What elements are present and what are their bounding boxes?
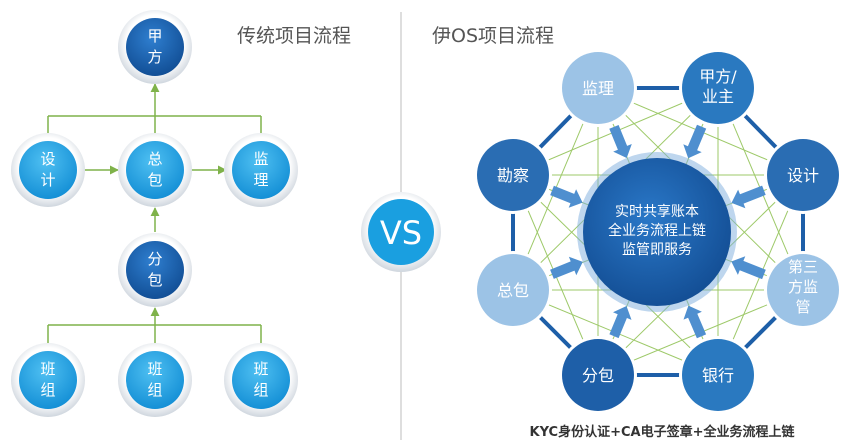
node-ios-survey: 勘察 <box>474 136 552 214</box>
node-client: 甲 方 <box>118 10 192 84</box>
inward-arrow <box>550 256 583 279</box>
ios-flow-footer: KYC身份认证+CA电子签章+全业务流程上链 <box>530 424 796 440</box>
node-label: 班 <box>253 360 268 378</box>
node-label: 勘察 <box>497 166 529 185</box>
node-ios-design: 设计 <box>764 136 842 214</box>
node-team-2: 班 组 <box>118 343 192 417</box>
node-label: 组 <box>147 381 162 399</box>
inward-arrow <box>683 305 707 339</box>
traditional-connectors <box>47 83 262 344</box>
center-line-3: 监管即服务 <box>622 242 692 258</box>
node-team-1: 班 组 <box>11 343 85 417</box>
node-subcontractor: 分 包 <box>118 233 192 307</box>
ios-flow-diagram: 伊OS项目流程 实时共享账本 全业务流程上链 监管即服务 监理 甲方/ 业主 <box>432 25 842 440</box>
node-team-3: 班 组 <box>224 343 298 417</box>
node-label: 理 <box>253 171 268 189</box>
node-label: 方 <box>147 48 162 66</box>
node-label: 监理 <box>582 79 614 98</box>
node-general-contractor: 总 包 <box>118 133 192 207</box>
node-label: 组 <box>40 381 55 399</box>
vs-label: VS <box>380 214 422 252</box>
ios-flow-title: 伊OS项目流程 <box>432 25 554 47</box>
node-label: 包 <box>147 271 162 289</box>
node-label: 总包 <box>497 281 529 300</box>
node-label: 第三 <box>788 258 818 276</box>
node-label: 班 <box>40 360 55 378</box>
node-label: 管 <box>795 298 810 316</box>
node-label: 设计 <box>787 166 819 185</box>
node-ios-bank: 银行 <box>679 336 757 414</box>
inward-arrow <box>609 306 632 339</box>
node-label: 设 <box>40 150 55 168</box>
node-label: 分包 <box>582 366 614 385</box>
center-line-1: 实时共享账本 <box>615 203 699 220</box>
node-supervision: 监 理 <box>224 133 298 207</box>
node-ios-subcontractor: 分包 <box>559 336 637 414</box>
node-label: 计 <box>40 171 55 189</box>
vs-badge: VS <box>361 192 441 272</box>
node-ios-client: 甲方/ 业主 <box>679 49 757 127</box>
center-arrows <box>550 124 766 339</box>
node-label: 甲 <box>147 27 162 45</box>
node-label: 业主 <box>702 87 734 106</box>
node-label: 监 <box>253 150 268 168</box>
node-label: 班 <box>147 360 162 378</box>
inward-arrow <box>731 185 766 209</box>
traditional-flow-diagram: 传统项目流程 甲 方 <box>11 10 351 417</box>
node-ios-third-party-supervision: 第三 方监 管 <box>764 251 842 329</box>
inward-arrow <box>731 256 766 280</box>
node-ios-supervision: 监理 <box>559 49 637 127</box>
node-label: 组 <box>253 381 268 399</box>
node-label: 方监 <box>788 278 818 296</box>
node-design: 设 计 <box>11 133 85 207</box>
traditional-flow-title: 传统项目流程 <box>237 25 351 47</box>
inward-arrow <box>609 125 632 158</box>
inward-arrow <box>683 124 707 159</box>
shared-ledger-center: 实时共享账本 全业务流程上链 监管即服务 <box>577 152 737 312</box>
node-label: 包 <box>147 171 162 189</box>
center-line-2: 全业务流程上链 <box>608 222 706 239</box>
inward-arrow <box>550 185 583 208</box>
node-label: 分 <box>147 250 162 268</box>
node-label: 总 <box>147 150 162 168</box>
node-label: 甲方/ <box>699 67 737 86</box>
node-ios-general-contractor: 总包 <box>474 251 552 329</box>
node-label: 银行 <box>702 366 734 385</box>
